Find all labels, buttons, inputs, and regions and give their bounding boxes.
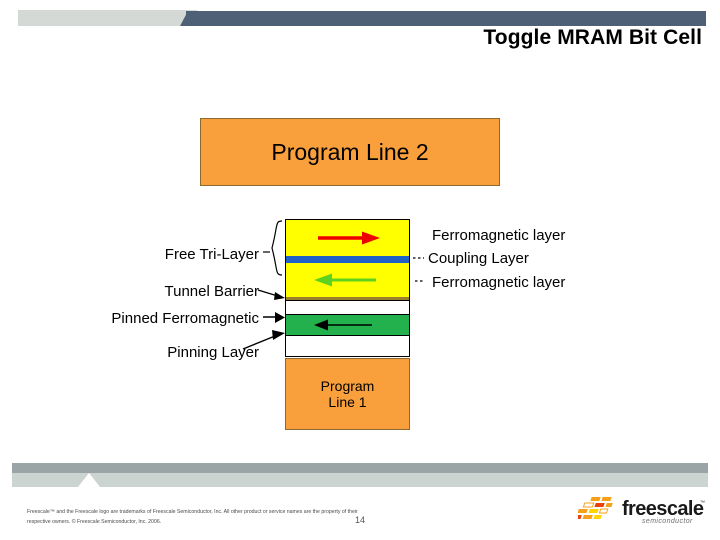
- label-ferromagnetic-bottom: Ferromagnetic layer: [432, 274, 566, 291]
- mram-layer-stack: [285, 219, 410, 357]
- header-accent-block: [18, 10, 188, 26]
- pinned-magnetization-arrow-left-icon: [314, 319, 372, 331]
- freescale-logo: freescale ™ semiconductor: [572, 496, 708, 532]
- page-title: Toggle MRAM Bit Cell: [483, 26, 702, 49]
- label-pinning-layer: Pinning Layer: [167, 344, 259, 361]
- layer-spacer: [285, 300, 410, 314]
- page-number: 14: [354, 515, 365, 525]
- program-line-2-label: Program Line 2: [271, 138, 429, 165]
- freescale-trademark-symbol: ™: [700, 500, 705, 506]
- label-free-tri-layer: Free Tri-Layer: [164, 246, 259, 263]
- magnetization-arrow-left-icon: [314, 273, 376, 287]
- label-coupling-layer: Coupling Layer: [428, 250, 529, 267]
- footer-notch: [78, 473, 100, 487]
- program-line-2-box: Program Line 2: [200, 118, 500, 186]
- layer-pinning: [285, 336, 410, 357]
- label-tunnel-barrier: Tunnel Barrier: [164, 283, 259, 300]
- header-bar-tip: [180, 11, 188, 26]
- footer-bar-light: [12, 473, 708, 487]
- magnetization-arrow-right-icon: [318, 231, 380, 245]
- layer-ferromagnetic-bottom: [285, 263, 410, 297]
- program-line-1-label-top: Program: [320, 377, 375, 394]
- tunnel-barrier-arrowhead-icon: [274, 292, 285, 300]
- freescale-tagline: semiconductor: [642, 518, 693, 525]
- layer-ferromagnetic-top: [285, 219, 410, 256]
- layer-pinned-ferromagnetic: [285, 314, 410, 336]
- footer-bar-dark: [12, 463, 708, 473]
- layer-coupling: [285, 256, 410, 263]
- tunnel-barrier-leader: [257, 289, 282, 298]
- pinned-ferromagnetic-arrowhead-icon: [275, 312, 285, 323]
- header-bar: [186, 11, 706, 26]
- freescale-mark-icon: [572, 497, 613, 519]
- footer-legal-text: Freescale™ and the Freescale logo are tr…: [27, 509, 358, 525]
- pinning-layer-arrowhead-icon: [272, 330, 285, 340]
- program-line-1-box: Program Line 1: [285, 358, 410, 430]
- freescale-wordmark: freescale: [622, 498, 704, 520]
- free-tri-layer-brace-icon: [271, 220, 283, 276]
- label-pinned-ferromagnetic: Pinned Ferromagnetic: [111, 310, 259, 327]
- label-ferromagnetic-top: Ferromagnetic layer: [432, 227, 566, 244]
- layer-tunnel-barrier: [285, 297, 410, 300]
- program-line-1-label-bottom: Line 1: [328, 394, 367, 410]
